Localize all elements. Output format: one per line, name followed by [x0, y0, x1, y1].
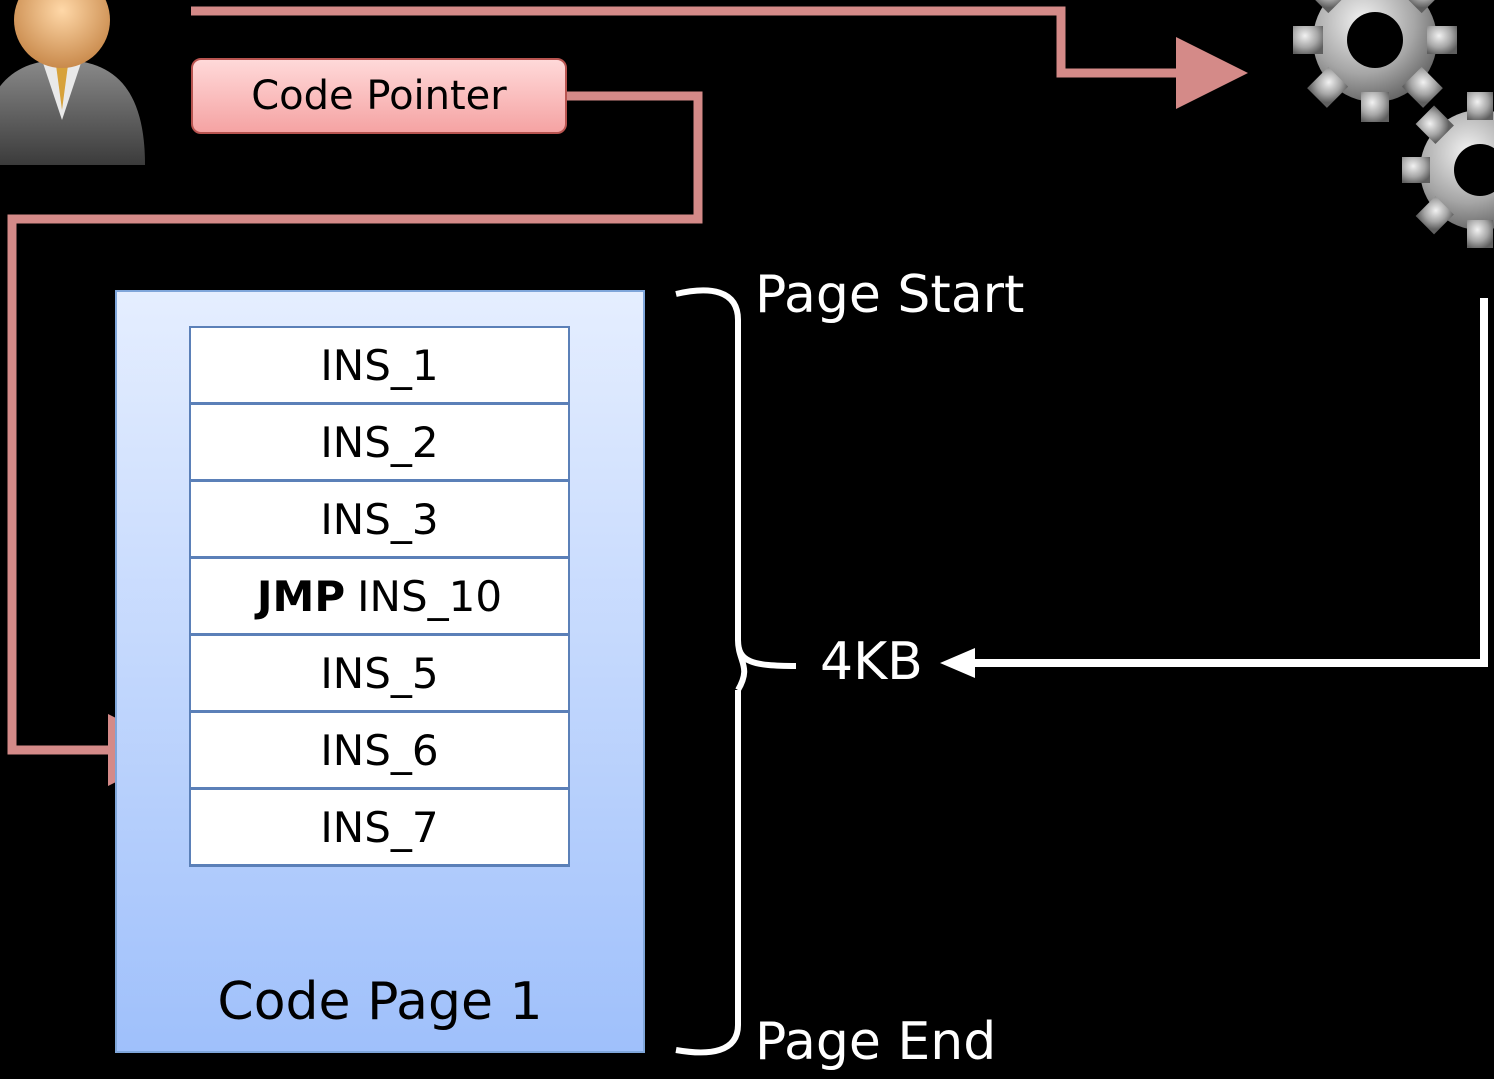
page-end-label: Page End — [755, 1012, 997, 1072]
instruction-row: INS_3 — [191, 482, 568, 559]
instruction-list: INS_1 INS_2 INS_3 JMP INS_10 INS_5 INS_6… — [189, 326, 570, 867]
instruction-row: INS_6 — [191, 713, 568, 790]
instruction-row: INS_1 — [191, 328, 568, 405]
code-pointer-box: Code Pointer — [191, 58, 567, 134]
instruction-text: INS_6 — [320, 725, 439, 775]
instruction-text: INS_10 — [357, 571, 503, 621]
instruction-text: INS_5 — [320, 648, 439, 698]
engine-to-size-line — [970, 298, 1488, 667]
instruction-text: INS_2 — [320, 417, 439, 467]
instruction-row: INS_5 — [191, 636, 568, 713]
instruction-row-jump: JMP INS_10 — [191, 559, 568, 636]
code-page-label: Code Page 1 — [217, 972, 543, 1032]
user-to-engine-arrow — [191, 6, 1248, 109]
page-start-label: Page Start — [755, 265, 1025, 325]
instruction-row: INS_2 — [191, 405, 568, 482]
instruction-row: INS_7 — [191, 790, 568, 867]
size-label: 4KB — [820, 632, 923, 692]
instruction-text: INS_1 — [320, 340, 439, 390]
page-brace — [675, 287, 797, 1056]
code-pointer-arrow — [7, 91, 703, 786]
code-pointer-label: Code Pointer — [251, 73, 507, 119]
instruction-opcode: JMP — [256, 571, 346, 621]
user-icon — [0, 0, 145, 165]
size-arrowhead — [940, 648, 975, 678]
instruction-text: INS_3 — [320, 494, 439, 544]
instruction-text: INS_7 — [320, 802, 439, 852]
gear-icon — [1293, 0, 1494, 248]
